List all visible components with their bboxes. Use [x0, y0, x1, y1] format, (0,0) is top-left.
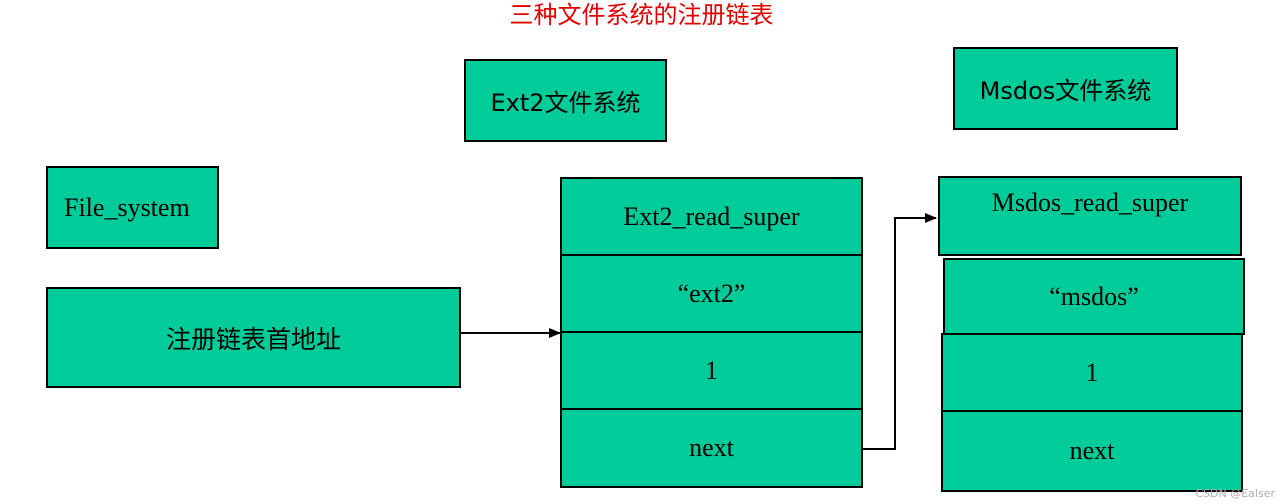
ext2-next-label: next — [689, 433, 734, 462]
msdos-read-super-box: Msdos_read_super — [938, 176, 1242, 256]
ext2-flag-label: 1 — [705, 355, 718, 385]
ext2-heading-box: Ext2文件系统 — [464, 59, 667, 142]
msdos-read-super-label: Msdos_read_super — [991, 188, 1189, 217]
watermark: CSDN @Ealser — [1195, 487, 1275, 500]
ext2-name-box: “ext2” — [560, 254, 863, 333]
ext2-heading-label: Ext2文件系统 — [490, 89, 641, 117]
list-head-box: 注册链表首地址 — [46, 287, 461, 388]
msdos-flag-box: 1 — [941, 333, 1243, 412]
msdos-name-box: “msdos” — [943, 258, 1245, 335]
msdos-heading-label: Msdos文件系统 — [979, 77, 1152, 105]
msdos-name-label: “msdos” — [1049, 281, 1139, 311]
msdos-next-box: next — [941, 410, 1243, 492]
ext2-next-box: next — [560, 408, 863, 488]
list-head-label: 注册链表首地址 — [165, 324, 341, 354]
msdos-heading-box: Msdos文件系统 — [953, 47, 1178, 130]
msdos-flag-label: 1 — [1085, 357, 1099, 387]
ext2-name-label: “ext2” — [677, 278, 746, 308]
file-system-box: File_system — [46, 166, 219, 249]
msdos-next-label: next — [1069, 436, 1115, 465]
ext2-flag-box: 1 — [560, 331, 863, 410]
diagram-title: 三种文件系统的注册链表 — [509, 1, 774, 29]
file-system-label: File_system — [64, 192, 190, 222]
next-link-arrow — [863, 213, 937, 450]
ext2-read-super-label: Ext2_read_super — [623, 201, 800, 231]
